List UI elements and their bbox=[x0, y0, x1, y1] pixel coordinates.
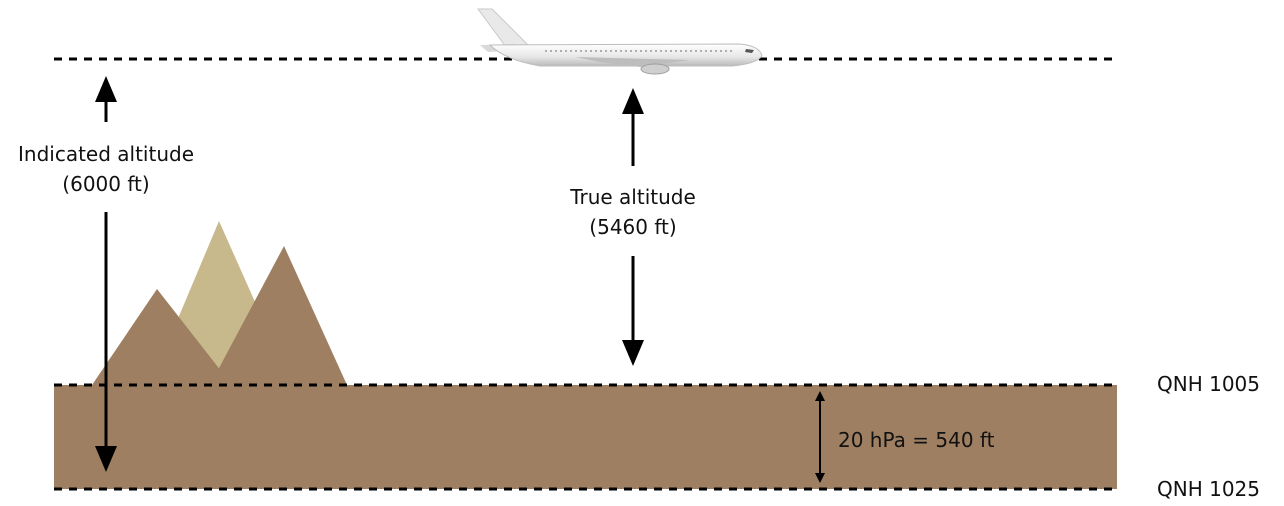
aircraft-tail-fin bbox=[477, 8, 530, 48]
ground-band bbox=[54, 385, 1117, 489]
mountain-left-peak bbox=[92, 289, 232, 385]
aircraft-wing bbox=[575, 57, 690, 67]
indicated-altitude-value: (6000 ft) bbox=[62, 172, 150, 196]
qnh-1025-label: QNH 1025 bbox=[1157, 477, 1260, 501]
aircraft-fuselage bbox=[488, 43, 763, 67]
airliner-icon bbox=[477, 8, 763, 75]
aircraft-engine bbox=[640, 63, 670, 75]
pressure-difference-label: 20 hPa = 540 ft bbox=[838, 428, 995, 452]
qnh-1005-label: QNH 1005 bbox=[1157, 372, 1260, 396]
true-altitude-value: (5460 ft) bbox=[589, 215, 677, 239]
true-altitude-title: True altitude bbox=[570, 185, 696, 209]
indicated-altitude-title: Indicated altitude bbox=[17, 142, 195, 166]
mountain-right-peak bbox=[210, 246, 347, 385]
mountain-icon bbox=[92, 221, 347, 385]
true-altitude-label: True altitude (5460 ft) bbox=[570, 182, 696, 242]
aircraft-cockpit-window bbox=[745, 49, 754, 53]
indicated-altitude-label: Indicated altitude (6000 ft) bbox=[18, 139, 194, 199]
